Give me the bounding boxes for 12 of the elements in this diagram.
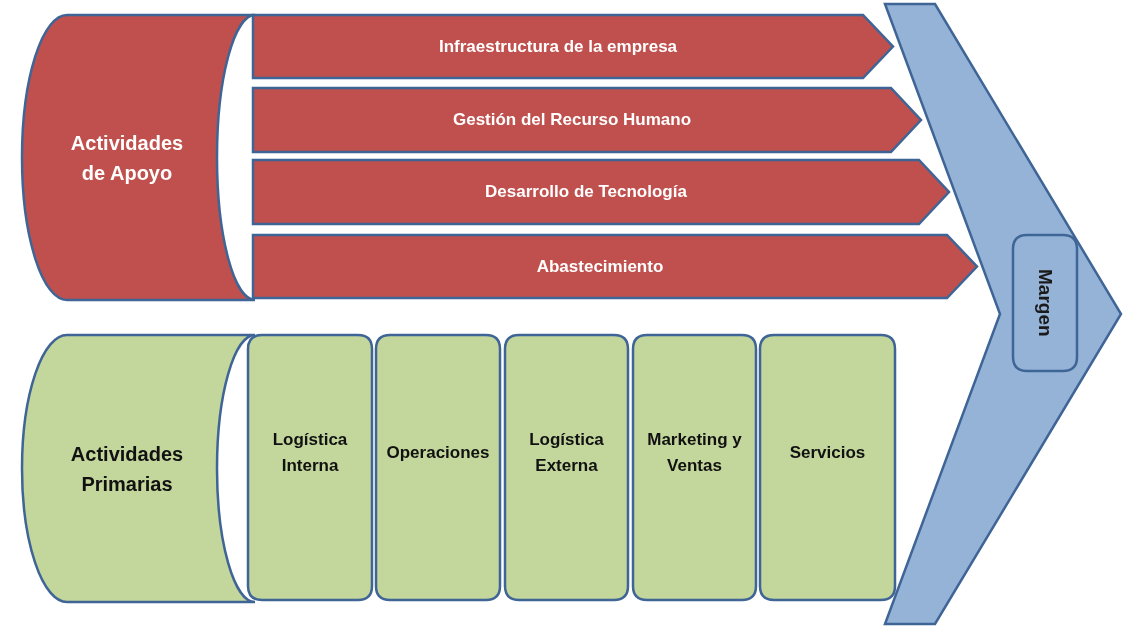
activity-label: Logística Interna bbox=[271, 429, 349, 477]
activity-label: Operaciones bbox=[386, 441, 490, 464]
activity-label: Infraestructura de la empresa bbox=[438, 35, 678, 58]
group-title: Actividades de Apoyo bbox=[69, 130, 185, 186]
activity-label: Servicios bbox=[789, 441, 866, 464]
group-title: Actividades Primarias bbox=[69, 441, 185, 497]
activity-label: Abastecimiento bbox=[536, 255, 664, 278]
margin-label: Margen bbox=[1034, 269, 1058, 337]
activity-label: Marketing y Ventas bbox=[646, 429, 743, 477]
activity-label: Logística Externa bbox=[528, 429, 605, 477]
activity-label: Gestión del Recurso Humano bbox=[452, 109, 691, 132]
activity-label: Desarrollo de Tecnología bbox=[485, 181, 687, 204]
